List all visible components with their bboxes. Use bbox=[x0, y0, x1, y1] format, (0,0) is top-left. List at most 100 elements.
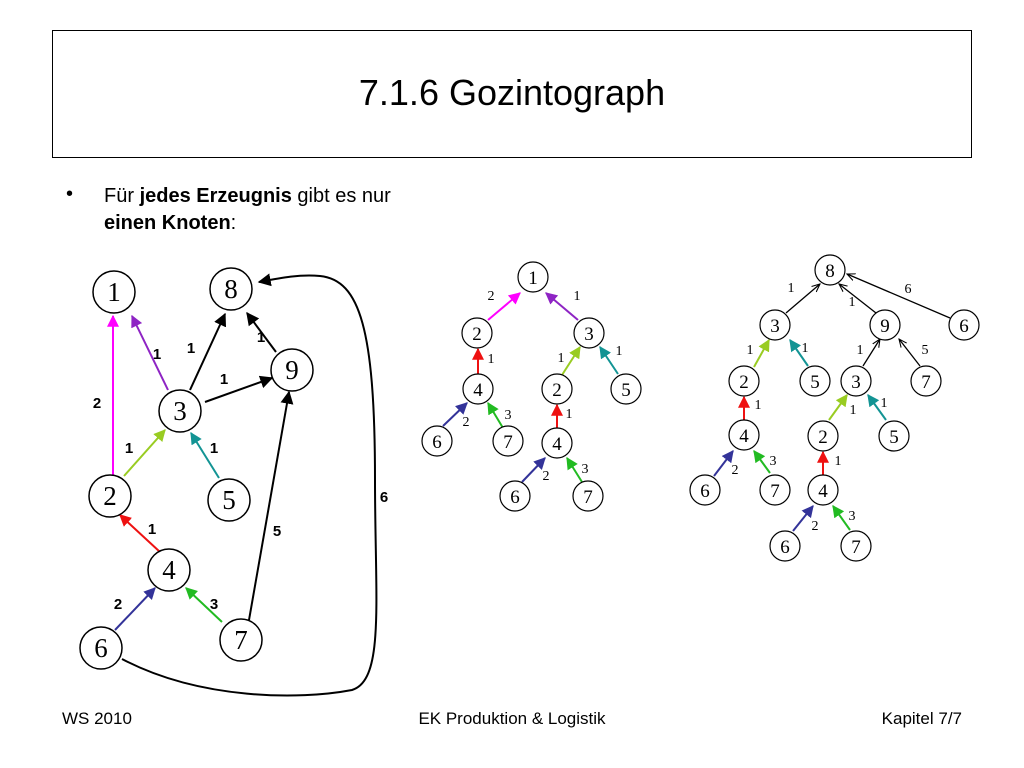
node-circle bbox=[799, 365, 831, 397]
footer-left: WS 2010 bbox=[62, 709, 132, 728]
node-circle bbox=[759, 474, 791, 506]
edge bbox=[487, 292, 521, 321]
edge-label: 6 bbox=[380, 489, 388, 506]
node-2: 2 bbox=[472, 324, 482, 345]
edge-7-9 bbox=[248, 390, 294, 621]
node-circle bbox=[421, 425, 453, 457]
node-2: 2 bbox=[739, 372, 749, 393]
edge-label: 1 bbox=[187, 340, 195, 357]
node-2: 2 bbox=[818, 427, 828, 448]
node-4: 4 bbox=[552, 434, 562, 455]
edge bbox=[862, 339, 880, 367]
edge bbox=[792, 505, 814, 532]
node-3: 3 bbox=[584, 324, 594, 345]
edge-label: 1 bbox=[257, 329, 265, 346]
edge-label: 1 bbox=[488, 352, 495, 367]
title-box bbox=[52, 30, 972, 158]
node-circle bbox=[207, 478, 251, 522]
node-6: 6 bbox=[432, 432, 442, 453]
edge-5-3 bbox=[190, 431, 220, 479]
node-6: 6 bbox=[700, 481, 710, 502]
tree-middle-edge-labels: 2 1 1 1 1 2 3 1 2 3 bbox=[463, 289, 623, 484]
edge-label: 5 bbox=[922, 343, 929, 358]
edge-label: 3 bbox=[770, 454, 777, 469]
edge bbox=[545, 292, 579, 321]
edge-6-4 bbox=[114, 587, 156, 631]
node-4: 4 bbox=[818, 481, 828, 502]
node-4: 4 bbox=[162, 555, 176, 585]
node-circle bbox=[840, 530, 872, 562]
gozintograph-left bbox=[107, 273, 378, 697]
edge-label: 1 bbox=[566, 407, 573, 422]
node-7: 7 bbox=[503, 432, 513, 453]
edge bbox=[713, 450, 734, 477]
edge-label: 1 bbox=[125, 440, 133, 457]
bullet-suffix: : bbox=[230, 212, 237, 234]
node-6: 6 bbox=[959, 316, 969, 337]
node-circle bbox=[79, 626, 123, 670]
edge-label: 1 bbox=[788, 281, 795, 296]
edge bbox=[828, 394, 848, 421]
bullet-bold-2: einen Knoten bbox=[104, 212, 231, 234]
node-circle bbox=[689, 474, 721, 506]
edge-label: 1 bbox=[148, 521, 156, 538]
node-circle bbox=[147, 548, 191, 592]
tree-middle-edges bbox=[442, 292, 619, 483]
node-circle bbox=[158, 389, 202, 433]
edge-label: 3 bbox=[210, 596, 218, 613]
node-6: 6 bbox=[780, 537, 790, 558]
node-5: 5 bbox=[810, 372, 820, 393]
tree-middle-nodes bbox=[421, 261, 642, 512]
edge-label: 2 bbox=[732, 463, 739, 478]
node-circle bbox=[910, 365, 942, 397]
node-circle bbox=[869, 309, 901, 341]
edge bbox=[832, 505, 851, 531]
node-circle bbox=[728, 365, 760, 397]
edge bbox=[785, 284, 820, 314]
edge-3-8 bbox=[189, 312, 227, 391]
edge-label: 6 bbox=[905, 282, 912, 297]
node-5: 5 bbox=[889, 427, 899, 448]
edge bbox=[561, 345, 581, 376]
node-6: 6 bbox=[510, 487, 520, 508]
tree-right-nodes bbox=[689, 254, 980, 562]
edge-label: 1 bbox=[755, 398, 762, 413]
left-edge-labels: 2 1 1 1 1 1 1 1 2 3 5 6 bbox=[93, 329, 388, 613]
edge-label: 1 bbox=[881, 396, 888, 411]
edge-label: 1 bbox=[849, 295, 856, 310]
edge-3-1 bbox=[131, 314, 169, 391]
node-circle bbox=[572, 480, 604, 512]
node-8: 8 bbox=[224, 274, 238, 304]
node-3: 3 bbox=[851, 372, 861, 393]
edge-label: 2 bbox=[463, 415, 470, 430]
node-7: 7 bbox=[921, 372, 931, 393]
node-circle bbox=[461, 317, 493, 349]
edge-label: 3 bbox=[505, 408, 512, 423]
node-circle bbox=[573, 317, 605, 349]
node-circle bbox=[878, 420, 910, 452]
node-7: 7 bbox=[234, 625, 248, 655]
node-circle bbox=[769, 530, 801, 562]
node-circle bbox=[92, 270, 136, 314]
node-circle bbox=[270, 348, 314, 392]
edge bbox=[839, 284, 877, 314]
bullet-middle: gibt es nur bbox=[291, 185, 391, 207]
node-5: 5 bbox=[621, 380, 631, 401]
node-3: 3 bbox=[770, 316, 780, 337]
edge-label: 2 bbox=[812, 519, 819, 534]
edge-label: 1 bbox=[153, 346, 161, 363]
node-5: 5 bbox=[222, 485, 236, 515]
edge-label: 1 bbox=[850, 403, 857, 418]
edge bbox=[487, 401, 504, 429]
node-circle bbox=[517, 261, 549, 293]
tree-middle-node-labels: 1 2 3 4 2 5 6 7 4 6 7 bbox=[432, 268, 631, 508]
edge-3-9 bbox=[204, 375, 274, 403]
node-8: 8 bbox=[825, 261, 835, 282]
tree-right-node-labels: 8 3 9 6 2 5 3 7 4 2 5 6 7 4 6 7 bbox=[700, 261, 969, 558]
node-circle bbox=[541, 427, 573, 459]
node-circle bbox=[492, 425, 524, 457]
node-2: 2 bbox=[552, 380, 562, 401]
left-node-labels: 1 8 9 3 2 5 4 6 7 bbox=[94, 274, 299, 663]
